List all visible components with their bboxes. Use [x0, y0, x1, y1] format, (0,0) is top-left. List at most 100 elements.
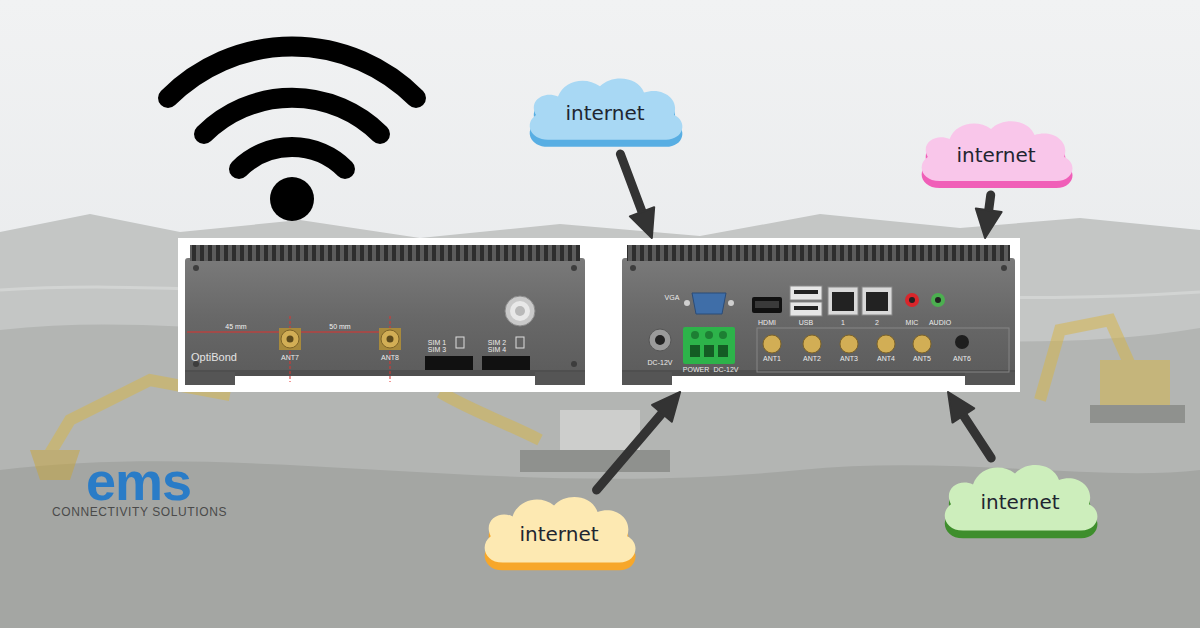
- antenna-connector: [763, 335, 781, 353]
- panel-foot: [535, 372, 585, 385]
- usb-port: [790, 302, 822, 316]
- arrow-head: [976, 209, 1002, 238]
- excavator-cab: [560, 410, 640, 450]
- hdmi-port: [752, 297, 782, 313]
- arrow-connector: [620, 154, 654, 238]
- ethernet-socket: [866, 292, 888, 311]
- port-label: DC-12V: [714, 366, 739, 373]
- power-button-face: [510, 301, 530, 321]
- wifi-dot: [270, 177, 314, 221]
- ethernet-socket: [832, 292, 854, 311]
- antenna-bay: [757, 328, 1009, 372]
- port-label: ANT1: [763, 355, 781, 362]
- antenna-connector: [877, 335, 895, 353]
- port-label: 2: [875, 319, 879, 326]
- ethernet-port: [828, 287, 858, 315]
- port-label: POWER: [683, 366, 709, 373]
- antenna-pin: [287, 336, 294, 343]
- jack-hole: [935, 297, 941, 303]
- antenna-pin: [387, 336, 394, 343]
- arrow-connector: [948, 392, 991, 458]
- sim-icon: [516, 337, 524, 348]
- antenna-flange: [379, 328, 401, 350]
- terminal-screw: [705, 331, 713, 339]
- port-label: VGA: [665, 294, 680, 301]
- wifi-symbol: [168, 46, 416, 221]
- panel-screw: [193, 265, 199, 271]
- port-label: SIM 2: [488, 339, 506, 346]
- dimension-line: [296, 332, 384, 333]
- front-panel-illustration: [185, 245, 585, 385]
- dimension-line: [187, 332, 284, 333]
- device-panel: 45 mm50 mmANT7ANT8OptiBondSIM 1SIM 3SIM …: [178, 238, 604, 392]
- port-label: MIC: [906, 319, 919, 326]
- cloud-body: [485, 497, 636, 563]
- antenna-connector: [840, 335, 858, 353]
- port-label: ANT3: [840, 355, 858, 362]
- panel-foot: [622, 372, 672, 385]
- hdmi-inner: [755, 301, 779, 308]
- panel-body: [622, 258, 1015, 376]
- photo-band: [178, 238, 1020, 392]
- jack-hole: [909, 297, 915, 303]
- sim-slot: [482, 356, 530, 370]
- arrow-connector: [976, 195, 1002, 238]
- cloud-label: internet: [519, 524, 598, 544]
- arrow-shaft: [988, 195, 991, 216]
- power-button-center: [515, 306, 525, 316]
- terminal-hole: [690, 345, 700, 357]
- wifi-arc: [239, 147, 345, 169]
- device-panel: VGAHDMIUSB12MICAUDIODC-12VPOWERDC-12VANT…: [604, 238, 1020, 392]
- rear-panel-illustration: [622, 245, 1015, 385]
- cloud-node: internet: [520, 72, 690, 154]
- cloud-label: internet: [565, 103, 644, 123]
- cooling-fins: [190, 245, 580, 261]
- arrow-head: [948, 392, 974, 423]
- port-label: AUDIO: [929, 319, 951, 326]
- ethernet-port: [862, 287, 892, 315]
- power-button: [505, 296, 535, 326]
- panel-lip: [185, 370, 585, 376]
- antenna-connector: [281, 330, 299, 348]
- excavator-bucket: [30, 450, 80, 480]
- usb-port: [790, 286, 822, 300]
- excavator-body: [1100, 360, 1170, 405]
- panel-foot: [965, 372, 1015, 385]
- arrow-connector: [597, 392, 681, 490]
- terminal-hole: [704, 345, 714, 357]
- vga-screw: [728, 300, 734, 306]
- excavator-track: [520, 450, 670, 472]
- terminal-screw: [691, 331, 699, 339]
- wifi-arc: [204, 98, 380, 134]
- cloud-label: internet: [956, 145, 1035, 165]
- port-label: ANT2: [803, 355, 821, 362]
- vga-screw: [684, 300, 690, 306]
- port-label: ANT7: [281, 354, 299, 361]
- panel-foot: [185, 372, 235, 385]
- excavator-track: [1090, 405, 1185, 423]
- port-label: SIM 3: [428, 346, 446, 353]
- brand-tagline: CONNECTIVITY SOLUTIONS: [52, 506, 227, 518]
- panel-screw: [630, 265, 636, 271]
- port-label: ANT8: [381, 354, 399, 361]
- cloud-body: [922, 121, 1073, 181]
- terminal-screw: [719, 331, 727, 339]
- arrow-head: [630, 207, 654, 238]
- excavator-arm: [440, 392, 540, 440]
- port-label: DC-12V: [648, 359, 673, 366]
- arrow-shaft: [597, 409, 666, 490]
- mic-jack: [905, 293, 919, 307]
- audio-jack: [931, 293, 945, 307]
- panel-screw: [571, 361, 577, 367]
- cloud-node: internet: [935, 458, 1105, 546]
- cloud-label: internet: [980, 492, 1059, 512]
- brand-logo: ems: [86, 454, 191, 508]
- usb-tongue: [794, 290, 818, 294]
- antenna-connector: [381, 330, 399, 348]
- port-label: SIM 4: [488, 346, 506, 353]
- terminal-hole: [718, 345, 728, 357]
- antenna-connector: [913, 335, 931, 353]
